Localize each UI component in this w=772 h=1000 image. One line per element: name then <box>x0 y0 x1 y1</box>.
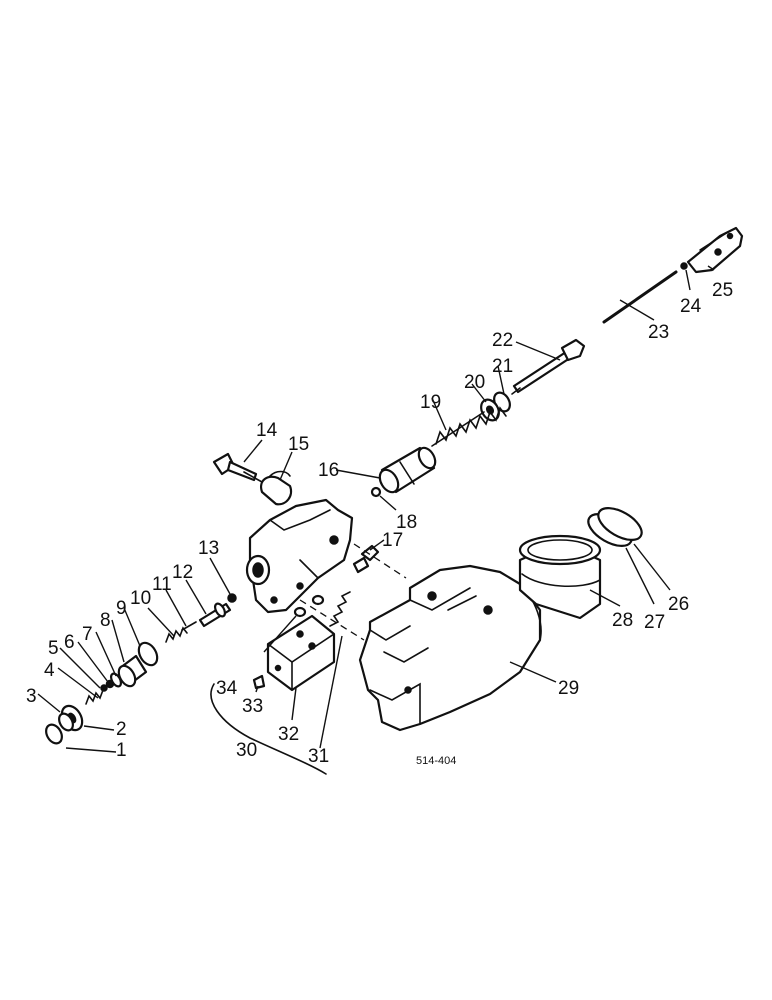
part-25-end-fitting <box>686 226 744 274</box>
callout-21: 21 <box>492 356 513 377</box>
part-13-plug <box>227 593 237 603</box>
part-17-fitting <box>352 544 380 574</box>
callout-7: 7 <box>82 624 93 645</box>
valve-body <box>245 498 354 614</box>
part-14-bolt <box>212 452 263 483</box>
part-4-spring <box>85 689 104 705</box>
callout-6: 6 <box>64 632 75 653</box>
callout-numbers: 1 2 3 4 5 6 7 8 9 10 11 12 13 14 15 16 1… <box>26 280 733 767</box>
callout-16: 16 <box>318 460 339 481</box>
part-24-pin <box>680 262 688 270</box>
part-34-o-rings <box>293 594 325 618</box>
part-32-block <box>266 614 336 692</box>
callout-22: 22 <box>492 330 513 351</box>
part-33-plug <box>252 674 266 690</box>
centerline-upper <box>353 543 407 579</box>
part-31-spring <box>329 591 351 627</box>
callout-32: 32 <box>278 724 299 745</box>
leader-lines <box>37 265 715 753</box>
callout-11: 11 <box>152 574 172 595</box>
part-19-spring <box>431 406 507 447</box>
part-29-cylinder-housing <box>358 564 542 732</box>
part-23-rod <box>602 270 678 324</box>
part-15-clip <box>260 470 293 506</box>
callout-10: 10 <box>130 588 151 609</box>
part-1-snap-ring <box>45 723 63 745</box>
part-2-seal <box>58 712 74 732</box>
part-26-ring <box>597 507 643 541</box>
part-6-ball <box>105 679 115 689</box>
part-28-piston <box>518 534 602 620</box>
part-18-ball <box>370 486 382 498</box>
callout-18: 18 <box>396 512 417 533</box>
callout-34: 34 <box>216 678 238 699</box>
group-30-bracket <box>210 683 327 775</box>
callout-19: 19 <box>420 392 441 413</box>
callout-33: 33 <box>242 696 263 717</box>
callout-30: 30 <box>236 740 257 761</box>
callout-24: 24 <box>680 296 702 317</box>
part-12-spool <box>198 602 232 628</box>
callout-3: 3 <box>26 686 37 707</box>
callout-27: 27 <box>644 612 665 633</box>
part-5-ball <box>100 684 108 692</box>
callout-13: 13 <box>198 538 219 559</box>
callout-14: 14 <box>256 420 278 441</box>
callout-12: 12 <box>172 562 193 583</box>
callout-9: 9 <box>116 598 127 619</box>
callout-25: 25 <box>712 280 733 301</box>
callout-17: 17 <box>382 530 403 551</box>
callout-26: 26 <box>668 594 689 615</box>
callout-2: 2 <box>116 719 127 740</box>
reference-code: 514-404 <box>416 755 456 767</box>
callout-5: 5 <box>48 638 59 659</box>
callout-31: 31 <box>308 746 329 767</box>
callout-1: 1 <box>116 740 127 761</box>
part-10-spring <box>165 626 188 643</box>
callout-29: 29 <box>558 678 579 699</box>
callout-23: 23 <box>648 322 669 343</box>
part-16-piston <box>378 446 437 494</box>
part-8-valve-seat <box>117 654 148 688</box>
part-22-bolt <box>511 338 586 395</box>
callout-28: 28 <box>612 610 633 631</box>
callout-15: 15 <box>288 434 309 455</box>
callout-8: 8 <box>100 610 111 631</box>
part-9-o-ring <box>137 641 159 667</box>
centerline-lower <box>299 599 365 641</box>
callout-20: 20 <box>464 372 485 393</box>
callout-4: 4 <box>44 660 55 681</box>
